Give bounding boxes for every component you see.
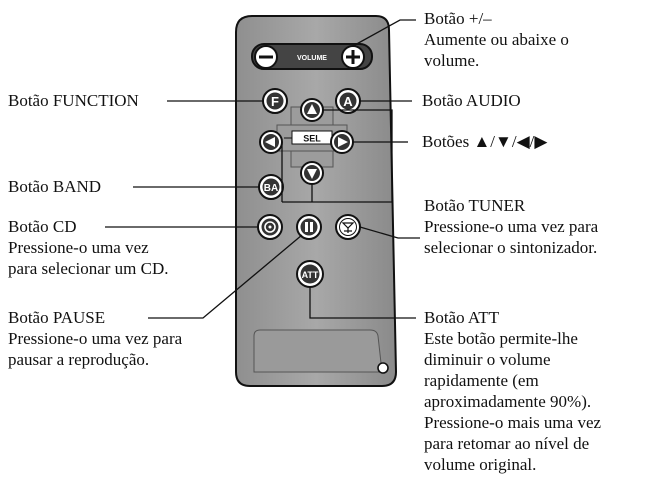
label-att-desc-2: diminuir o volume xyxy=(424,350,551,369)
band-button[interactable]: BA xyxy=(258,174,284,200)
label-tuner: Botão TUNER Pressione-o uma vez para sel… xyxy=(424,195,598,258)
label-arrows-title: Botões ▲/▼/◀/▶ xyxy=(422,132,548,151)
label-att-desc-1: Este botão permite-lhe xyxy=(424,329,578,348)
leader-att xyxy=(309,287,416,319)
audio-button[interactable]: A xyxy=(335,88,361,114)
label-audio-title: Botão AUDIO xyxy=(422,91,521,110)
arrow-left-button[interactable] xyxy=(259,130,283,154)
pause-button[interactable] xyxy=(296,214,322,240)
label-att-desc-6: para retomar ao nível de xyxy=(424,434,590,453)
label-att-desc-3: rapidamente (em xyxy=(424,371,539,390)
arrow-down-button[interactable] xyxy=(300,161,324,185)
label-tuner-desc-2: selecionar o sintonizador. xyxy=(424,238,598,257)
att-button[interactable]: ATT xyxy=(296,260,324,288)
label-pause: Botão PAUSE Pressione-o uma vez para pau… xyxy=(8,307,182,370)
label-volume-desc-1: Aumente ou abaixe o xyxy=(424,30,569,49)
cd-button[interactable] xyxy=(257,214,283,240)
volume-plus-button[interactable] xyxy=(341,45,365,69)
label-function-title: Botão FUNCTION xyxy=(8,91,139,110)
label-arrows: Botões ▲/▼/◀/▶ xyxy=(422,131,547,152)
label-att: Botão ATT Este botão permite-lhe diminui… xyxy=(424,307,601,475)
leader-arrows-bracket xyxy=(323,109,393,203)
label-att-desc-7: volume original. xyxy=(424,455,537,474)
label-function: Botão FUNCTION xyxy=(8,90,139,111)
label-pause-title: Botão PAUSE xyxy=(8,308,106,327)
arrow-right-button[interactable] xyxy=(330,130,354,154)
label-volume: Botão +/– Aumente ou abaixe o volume. xyxy=(424,8,569,71)
label-tuner-title: Botão TUNER xyxy=(424,196,526,215)
label-audio: Botão AUDIO xyxy=(422,90,521,111)
label-att-desc-5: Pressione-o mais uma vez xyxy=(424,413,602,432)
remote-body xyxy=(235,15,398,387)
band-glyph: BA xyxy=(264,183,278,194)
leader-volume xyxy=(352,19,416,47)
label-att-title: Botão ATT xyxy=(424,308,500,327)
label-pause-desc-2: pausar a reprodução. xyxy=(8,350,150,369)
volume-control[interactable]: VOLUME xyxy=(251,43,373,70)
label-cd-desc-2: para selecionar um CD. xyxy=(8,259,169,278)
led-indicator xyxy=(377,362,389,374)
label-tuner-desc-1: Pressione-o uma vez para xyxy=(424,217,599,236)
function-button[interactable]: F xyxy=(262,88,288,114)
leader-pause xyxy=(148,234,303,319)
label-cd-desc-1: Pressione-o uma vez xyxy=(8,238,149,257)
att-glyph: ATT xyxy=(302,270,319,280)
label-volume-title: Botão +/– xyxy=(424,9,492,28)
label-band-title: Botão BAND xyxy=(8,177,102,196)
function-glyph: F xyxy=(271,94,279,109)
label-volume-desc-2: volume. xyxy=(424,51,480,70)
audio-glyph: A xyxy=(343,94,353,109)
leader-lines xyxy=(105,19,420,319)
tuner-button[interactable] xyxy=(335,214,361,240)
sel-label: SEL xyxy=(303,134,321,144)
volume-label: VOLUME xyxy=(297,55,327,62)
arrow-up-button[interactable] xyxy=(300,98,324,122)
leader-tuner xyxy=(359,226,420,239)
label-band: Botão BAND xyxy=(8,176,101,197)
label-cd-title: Botão CD xyxy=(8,217,77,236)
label-att-desc-4: aproximadamente 90%). xyxy=(424,392,592,411)
label-pause-desc-1: Pressione-o uma vez para xyxy=(8,329,183,348)
volume-minus-button[interactable] xyxy=(254,45,278,69)
direction-pad: SEL xyxy=(276,106,348,168)
label-cd: Botão CD Pressione-o uma vez para seleci… xyxy=(8,216,169,279)
